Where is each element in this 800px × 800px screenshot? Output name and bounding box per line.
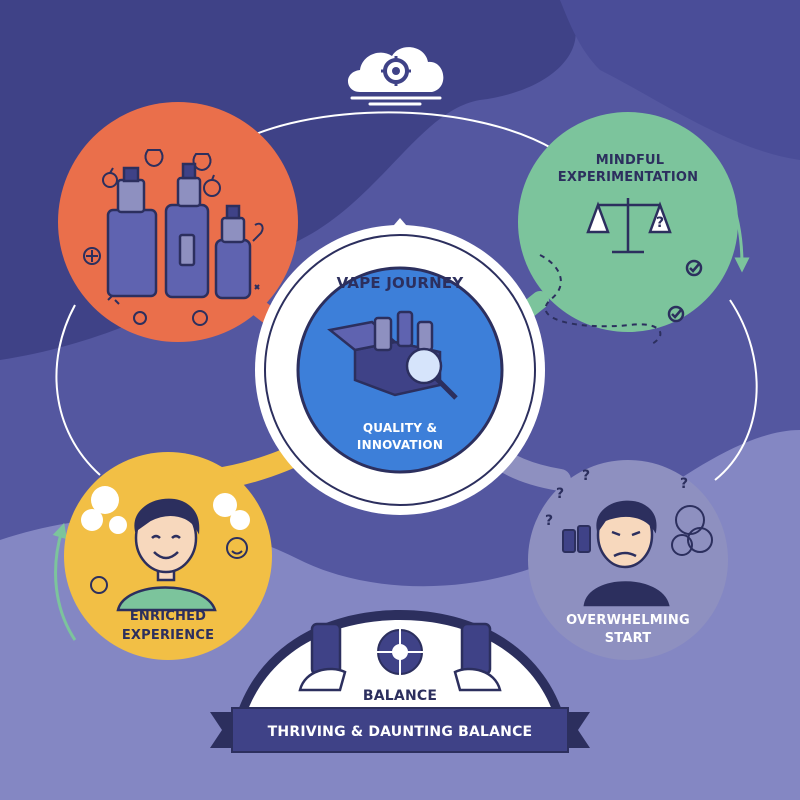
vape-devices-icon xyxy=(106,162,252,300)
stage-overwhelming-line1: OVERWHELMING xyxy=(566,613,690,628)
cycle-arrow-green-left xyxy=(52,522,77,641)
hand-vape-right-icon xyxy=(453,622,502,692)
background-top-right-wave xyxy=(560,0,800,160)
stage-variety-bubble xyxy=(58,102,312,352)
svg-text:?: ? xyxy=(556,486,564,502)
center-title: VAPE JOURNEY xyxy=(337,274,465,292)
stage-enriched-line1: ENRICHED xyxy=(130,609,206,624)
happy-person-icon xyxy=(116,498,217,612)
vapor-clouds xyxy=(81,486,250,534)
svg-text:?: ? xyxy=(582,468,590,484)
svg-text:?: ? xyxy=(656,215,664,231)
stage-enriched-line2: EXPERIENCE xyxy=(122,628,214,643)
question-marks: ? ? ? ? xyxy=(545,468,688,529)
banner-title: BALANCE xyxy=(363,688,437,704)
stage-mindful-line2: EXPERIMENTATION xyxy=(558,170,698,185)
tangled-lines-icon xyxy=(671,505,713,556)
balance-target-icon xyxy=(376,628,424,676)
center-hub: VAPE JOURNEY QUALITY & INNOVATION xyxy=(255,218,545,515)
hand-vape-left-icon xyxy=(298,622,347,692)
center-subtitle-line2: INNOVATION xyxy=(357,438,443,452)
stage-enriched-bubble: ENRICHED EXPERIENCE xyxy=(64,433,327,660)
balance-banner: BALANCE THRIVING & DAUNTING BALANCE xyxy=(210,610,590,753)
stage-overwhelming-line2: START xyxy=(605,631,652,646)
stage-overwhelming-bubble: ? ? ? ? OVERWHELMING START xyxy=(478,438,728,660)
smiley-icon xyxy=(90,537,248,594)
checkmark-icon xyxy=(667,259,703,323)
discovery-box-icon xyxy=(327,310,458,400)
svg-text:?: ? xyxy=(545,513,553,529)
worried-person-icon xyxy=(583,500,670,607)
ribbon xyxy=(231,707,569,753)
vape-bottles-icon xyxy=(562,525,591,553)
stage-mindful-line1: MINDFUL xyxy=(596,153,665,168)
cloud-gear-icon xyxy=(347,47,444,106)
footprints-path xyxy=(539,254,662,346)
balance-scale-icon: ? xyxy=(586,198,672,254)
svg-text:?: ? xyxy=(680,476,688,492)
ribbon-text: THRIVING & DAUNTING BALANCE xyxy=(268,724,533,740)
center-subtitle-line1: QUALITY & xyxy=(363,421,437,435)
